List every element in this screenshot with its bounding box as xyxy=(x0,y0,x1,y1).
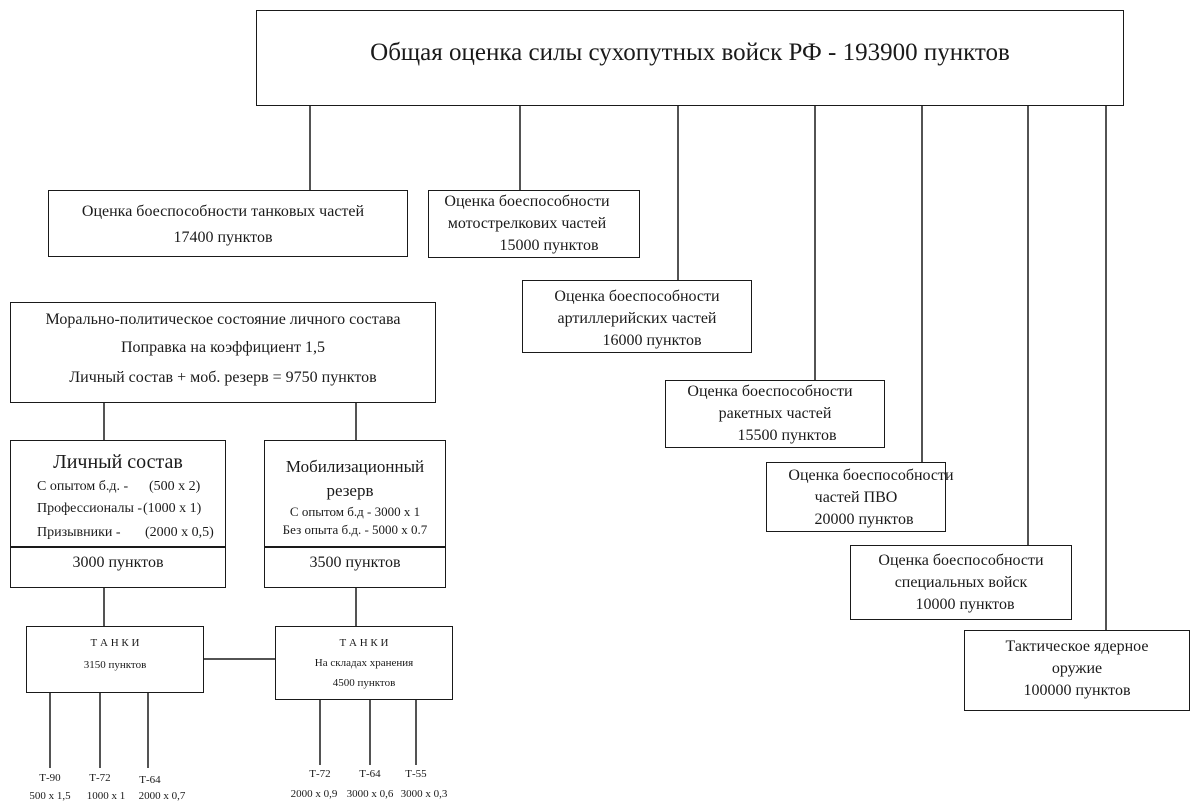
morale-box: Морально-политическое состояние личного … xyxy=(10,302,436,403)
tank-t72-name: Т-72 xyxy=(89,772,111,784)
tank-units-box: Оценка боеспособности танковых частей 17… xyxy=(48,190,408,257)
pvo-units-points: 20000 пунктов xyxy=(814,511,914,528)
tanks-storage-points: 4500 пунктов xyxy=(332,677,396,689)
tank-t90-calc: 500 x 1,5 xyxy=(29,790,71,802)
pvo-units-label-1: Оценка боеспособности xyxy=(788,467,954,484)
morale-line-1: Морально-политическое состояние личного … xyxy=(45,311,401,328)
storage-t72-calc: 2000 x 0,9 xyxy=(290,788,338,800)
reserve-row-2: Без опыта б.д. - 5000 x 0.7 xyxy=(282,522,428,537)
motor-units-box: Оценка боеспособности мотострелкових час… xyxy=(428,190,640,258)
personnel-points: 3000 пунктов xyxy=(72,554,164,571)
personnel-row-2-value: (1000 x 1) xyxy=(143,501,202,516)
reserve-row-1: С опытом б.д - 3000 x 1 xyxy=(289,504,421,519)
nuclear-box: Тактическое ядерное оружие 100000 пункто… xyxy=(964,630,1190,711)
tanks-active-points: 3150 пунктов xyxy=(83,659,147,671)
rocket-units-label-2: ракетных частей xyxy=(718,405,832,422)
rocket-units-label-1: Оценка боеспособности xyxy=(687,383,853,400)
personnel-row-3-label: Призывники - xyxy=(37,525,121,540)
nuclear-points: 100000 пунктов xyxy=(1023,682,1131,699)
storage-t55-name: Т-55 xyxy=(405,768,427,780)
title-text: Общая оценка силы сухопутных войск РФ - … xyxy=(370,39,1010,66)
personnel-heading: Личный состав xyxy=(53,451,183,473)
rocket-units-points: 15500 пунктов xyxy=(737,427,837,444)
tank-t90-name: Т-90 xyxy=(39,772,61,784)
tank-t72-calc: 1000 x 1 xyxy=(86,790,126,802)
personnel-box: Личный состав С опытом б.д. - (500 x 2) … xyxy=(10,440,226,588)
reserve-divider xyxy=(265,546,445,548)
tank-t64-calc: 2000 x 0,7 xyxy=(138,790,186,802)
title-box: Общая оценка силы сухопутных войск РФ - … xyxy=(256,10,1124,106)
pvo-units-label-2: частей ПВО xyxy=(814,489,898,506)
personnel-row-1-label: С опытом б.д. - xyxy=(37,479,129,494)
tank-units-label: Оценка боеспособности танковых частей xyxy=(81,203,365,220)
pvo-units-box: Оценка боеспособности частей ПВО 20000 п… xyxy=(766,462,954,532)
artillery-units-box: Оценка боеспособности артиллерийских час… xyxy=(522,280,752,353)
tank-t64-name: Т-64 xyxy=(139,774,161,786)
tanks-storage-sub: На складах хранения xyxy=(314,657,414,669)
nuclear-label-2: оружие xyxy=(1051,660,1103,677)
storage-t55-calc: 3000 x 0,3 xyxy=(400,788,448,800)
reserve-box: Мобилизационный резерв С опытом б.д - 30… xyxy=(264,440,446,588)
special-units-box: Оценка боеспособности специальных войск … xyxy=(850,545,1072,620)
reserve-heading-1: Мобилизационный xyxy=(285,457,425,476)
tanks-storage-box: Т А Н К И На складах хранения 4500 пункт… xyxy=(275,626,453,700)
motor-units-label-1: Оценка боеспособности xyxy=(444,193,610,210)
tank-units-points: 17400 пунктов xyxy=(173,229,273,246)
storage-t64-calc: 3000 x 0,6 xyxy=(346,788,394,800)
storage-t64-name: Т-64 xyxy=(359,768,381,780)
storage-t72-name: Т-72 xyxy=(309,768,331,780)
tanks-storage-heading: Т А Н К И xyxy=(339,637,389,649)
reserve-heading-2: резерв xyxy=(326,481,374,500)
special-units-points: 10000 пунктов xyxy=(915,596,1015,613)
personnel-divider xyxy=(11,546,225,548)
artillery-units-points: 16000 пунктов xyxy=(602,332,702,349)
tanks-active-box: Т А Н К И 3150 пунктов xyxy=(26,626,204,693)
personnel-row-3-value: (2000 x 0,5) xyxy=(145,525,214,540)
artillery-units-label-1: Оценка боеспособности xyxy=(554,288,720,305)
morale-line-3: Личный состав + моб. резерв = 9750 пункт… xyxy=(69,369,377,386)
rocket-units-box: Оценка боеспособности ракетных частей 15… xyxy=(665,380,885,448)
personnel-row-1-value: (500 x 2) xyxy=(149,479,201,494)
motor-units-points: 15000 пунктов xyxy=(499,237,599,254)
morale-line-2: Поправка на коэффициент 1,5 xyxy=(121,339,325,356)
artillery-units-label-2: артиллерийских частей xyxy=(557,310,717,327)
motor-units-label-2: мотострелкових частей xyxy=(447,215,607,232)
tanks-active-heading: Т А Н К И xyxy=(90,637,140,649)
nuclear-label-1: Тактическое ядерное xyxy=(1005,638,1149,655)
special-units-label-1: Оценка боеспособности xyxy=(878,552,1044,569)
reserve-points: 3500 пунктов xyxy=(309,554,401,571)
personnel-row-2-label: Профессионалы - xyxy=(37,501,143,516)
special-units-label-2: специальных войск xyxy=(894,574,1028,591)
